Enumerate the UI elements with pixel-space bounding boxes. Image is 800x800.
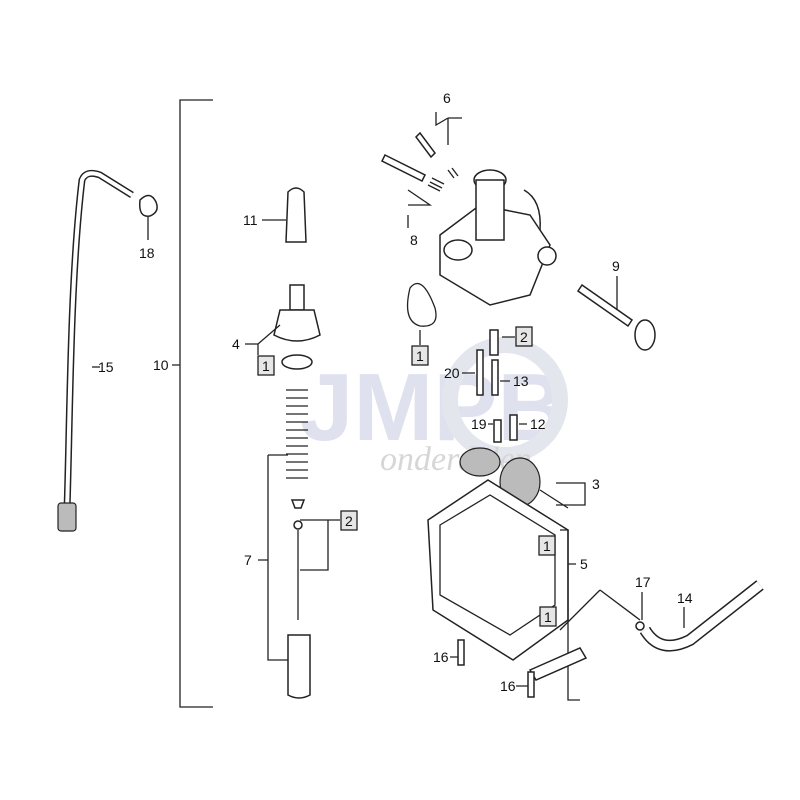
part-4-top-cap [245, 284, 321, 370]
boxed-label-1: 1 [262, 358, 270, 374]
label-8: 8 [410, 232, 418, 248]
label-20: 20 [444, 365, 460, 381]
float-and-bowl [427, 447, 588, 701]
label-3: 3 [592, 476, 600, 492]
label-9: 9 [612, 258, 620, 274]
part-15-fuel-tube [57, 169, 134, 532]
part-14-overflow-tube [559, 580, 764, 652]
boxed-label-1: 1 [544, 609, 552, 625]
label-18: 18 [139, 245, 155, 261]
part-18-clip [138, 194, 158, 240]
boxed-label-2: 2 [345, 513, 353, 529]
label-17: 17 [635, 574, 651, 590]
part-16-screws [450, 639, 535, 698]
jets [462, 329, 527, 443]
label-10: 10 [153, 357, 169, 373]
part-6-8-screws [380, 112, 462, 228]
label-6: 6 [443, 90, 451, 106]
watermark-brand: JMPB [300, 354, 567, 461]
part-11-jet-holder [262, 187, 307, 243]
label-5: 5 [580, 556, 588, 572]
label-16: 16 [433, 649, 449, 665]
boxed-labels: 1 2 1 2 1 1 [257, 326, 557, 627]
label-7: 7 [244, 552, 252, 568]
label-13: 13 [513, 373, 529, 389]
part-labels: 6 8 9 11 18 15 10 4 7 20 13 19 12 3 5 17… [98, 90, 693, 694]
label-16: 16 [500, 678, 516, 694]
label-15: 15 [98, 359, 114, 375]
boxed-label-1: 1 [543, 538, 551, 554]
bracket-10 [172, 99, 213, 708]
part-9-air-screw [576, 276, 656, 351]
part-7-throttle-valve-assembly [258, 389, 340, 699]
label-12: 12 [530, 416, 546, 432]
label-14: 14 [677, 590, 693, 606]
label-4: 4 [232, 336, 240, 352]
o-ring [406, 282, 437, 327]
label-11: 11 [243, 212, 258, 228]
boxed-label-1: 1 [416, 348, 424, 364]
carburetor-body [439, 169, 557, 306]
watermark: JMPB onderdelen [300, 337, 568, 478]
label-19: 19 [471, 416, 487, 432]
boxed-label-2: 2 [520, 329, 528, 345]
